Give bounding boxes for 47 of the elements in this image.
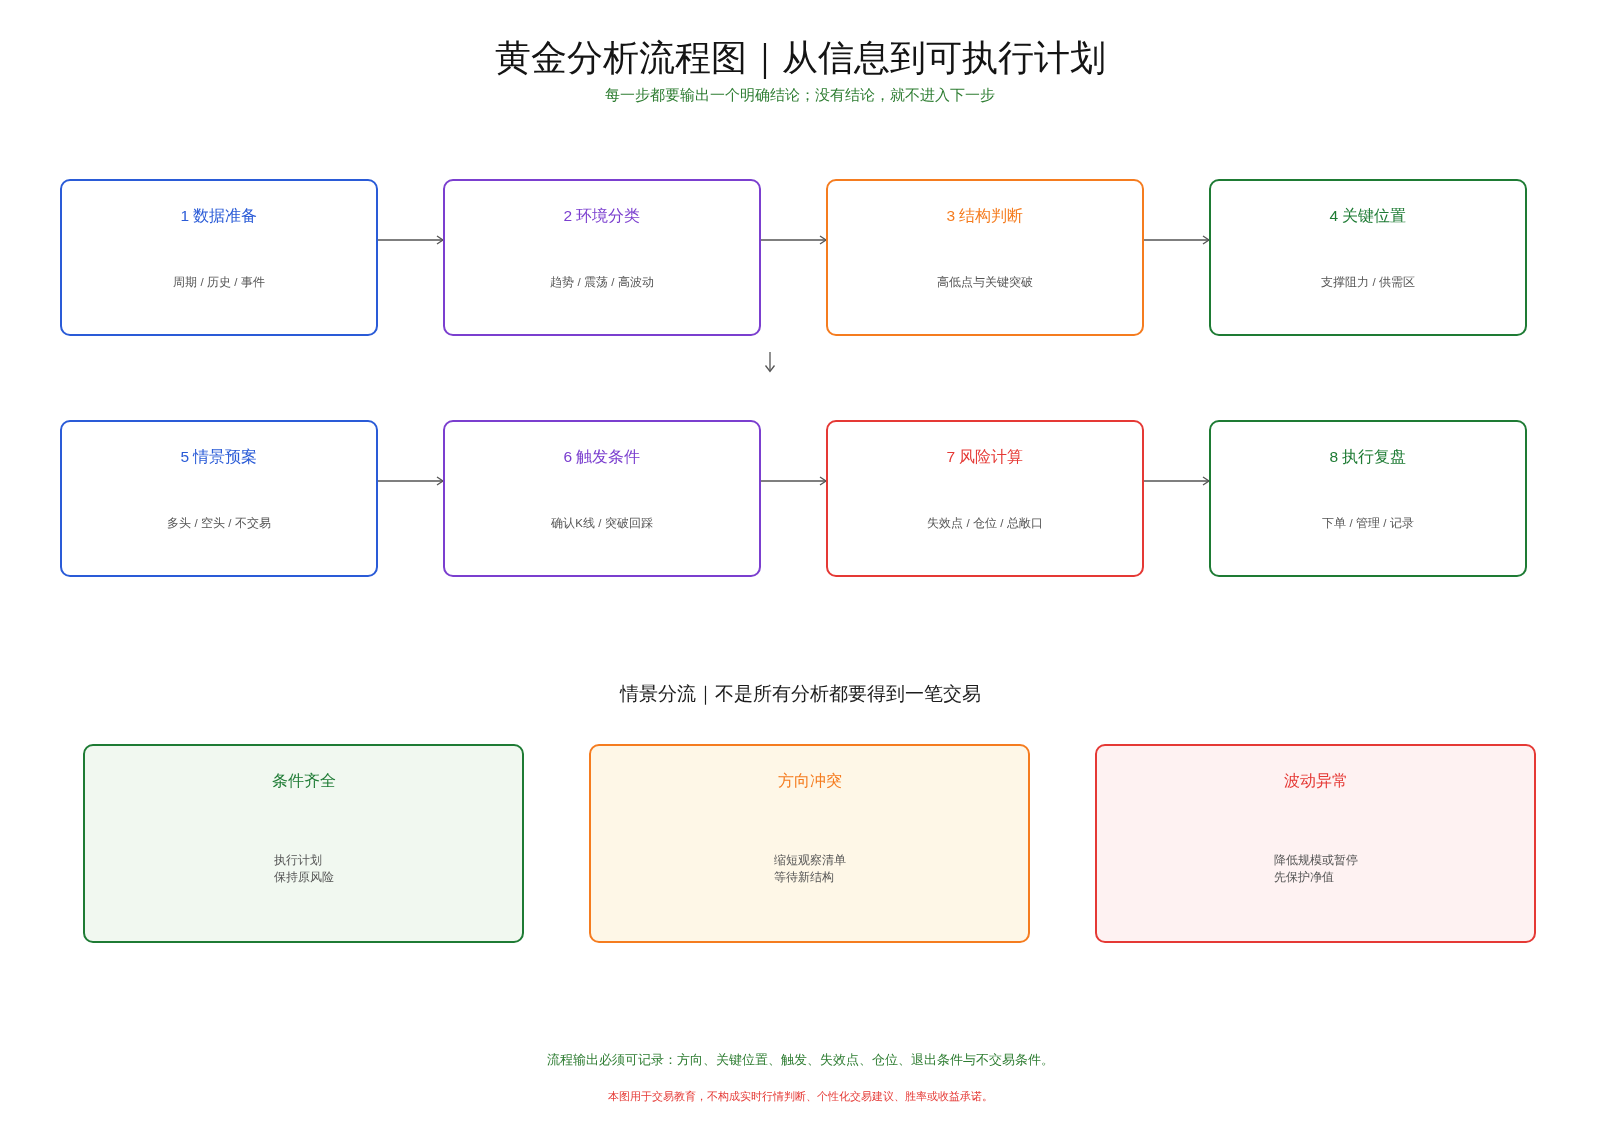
process-box	[443, 179, 761, 336]
section-heading: 情景分流｜不是所有分析都要得到一笔交易	[619, 682, 981, 706]
process-box	[1209, 179, 1527, 336]
box-text: 下单 / 管理 / 记录	[1322, 515, 1414, 531]
arrow	[377, 235, 444, 245]
outcome-box	[589, 744, 1030, 943]
box-text: 周期 / 历史 / 事件	[173, 274, 265, 290]
subtitle: 每一步都要输出一个明确结论；没有结论，就不进入下一步	[605, 85, 995, 105]
box-title: 波动异常	[1283, 771, 1348, 791]
box-title: 8 执行复盘	[1329, 447, 1407, 467]
outcome-box	[1095, 744, 1536, 943]
process-box	[1209, 420, 1527, 577]
box-title: 7 风险计算	[946, 447, 1024, 467]
arrow	[1143, 235, 1210, 245]
process-box	[826, 179, 1144, 336]
box-text: 高低点与关键突破	[937, 274, 1033, 290]
box-title: 条件齐全	[271, 771, 336, 791]
disclaimer: 本图用于交易教育，不构成实时行情判断、个性化交易建议、胜率或收益承诺。	[607, 1090, 993, 1104]
outcome-box	[83, 744, 524, 943]
box-title: 5 情景预案	[180, 447, 258, 467]
process-box	[826, 420, 1144, 577]
arrow	[760, 476, 827, 486]
arrow	[760, 235, 827, 245]
arrow	[377, 476, 444, 486]
box-text: 先保护净值	[1273, 869, 1334, 885]
box-text: 失效点 / 仓位 / 总敞口	[927, 515, 1043, 531]
box-title: 6 触发条件	[563, 447, 641, 467]
process-box	[60, 179, 378, 336]
box-text: 保持原风险	[273, 869, 334, 885]
box-text: 执行计划	[273, 852, 322, 868]
box-title: 4 关键位置	[1329, 206, 1407, 226]
box-title: 2 环境分类	[563, 206, 641, 226]
arrow	[1143, 476, 1210, 486]
process-box	[443, 420, 761, 577]
box-text: 确认K线 / 突破回踩	[551, 515, 653, 531]
title: 黄金分析流程图｜从信息到可执行计划	[494, 35, 1106, 80]
process-box	[60, 420, 378, 577]
box-text: 趋势 / 震荡 / 高波动	[550, 274, 654, 290]
box-text: 等待新结构	[773, 869, 834, 885]
box-text: 缩短观察清单	[773, 852, 846, 868]
box-title: 方向冲突	[777, 771, 842, 791]
box-text: 降低规模或暂停	[1273, 852, 1358, 868]
box-title: 1 数据准备	[180, 206, 258, 226]
box-text: 多头 / 空头 / 不交易	[167, 515, 271, 531]
box-title: 3 结构判断	[946, 206, 1024, 226]
footnote: 流程输出必须可记录：方向、关键位置、触发、失效点、仓位、退出条件与不交易条件。	[546, 1051, 1054, 1069]
box-text: 支撑阻力 / 供需区	[1321, 274, 1415, 290]
